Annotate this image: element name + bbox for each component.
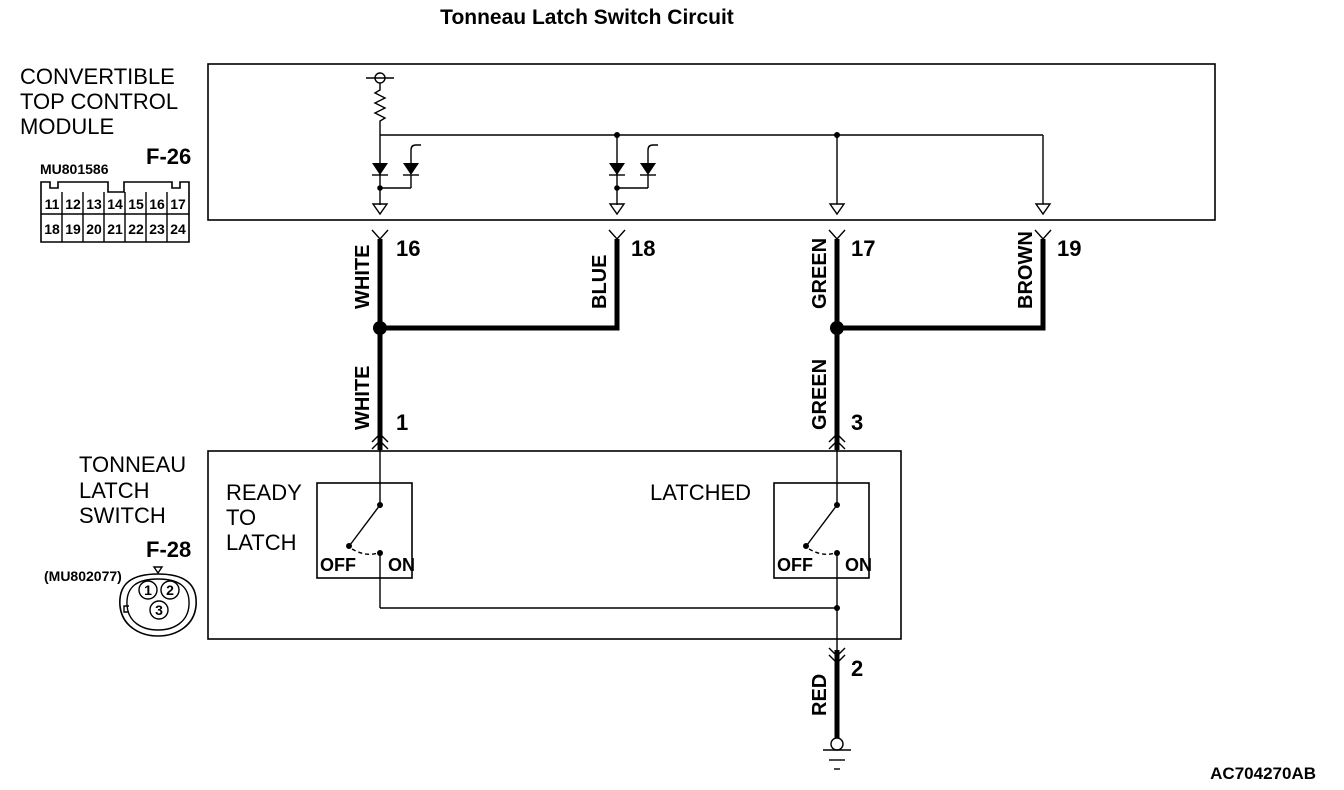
pin-label: 18 — [44, 221, 60, 237]
switch-connector-face: 1 2 3 — [119, 566, 197, 637]
module-name-line-3: MODULE — [20, 114, 114, 139]
module-name-line-1: CONVERTIBLE — [20, 64, 175, 89]
pin-label: 2 — [166, 582, 174, 598]
wire-brown — [837, 239, 1046, 331]
pin-label: 21 — [107, 221, 123, 237]
pin-label: 12 — [65, 196, 81, 212]
pin-label: 22 — [128, 221, 144, 237]
wire-pin-2: 2 — [851, 656, 863, 681]
connector-pin-icon — [828, 647, 846, 664]
module-label: CONVERTIBLE TOP CONTROL MODULE — [20, 64, 178, 139]
module-internal-circuit — [366, 72, 1052, 216]
pin-label: 14 — [107, 196, 123, 212]
switch-box — [207, 450, 902, 640]
switch-off-label: OFF — [777, 555, 813, 575]
wire-color-label: GREEN — [809, 359, 831, 430]
wire-pin-18: 18 — [631, 236, 655, 261]
diode-icon — [609, 163, 625, 175]
splice-point — [830, 321, 844, 335]
connector-pin-icon — [1034, 229, 1052, 241]
diode-icon — [403, 163, 419, 175]
switch-left-label-line-2: TO — [226, 505, 256, 530]
diode-icon — [372, 163, 388, 175]
wire-pin-19: 19 — [1057, 236, 1081, 261]
module-box — [207, 63, 1216, 221]
wire-color-label: GREEN — [809, 238, 831, 309]
diode-icon — [640, 163, 656, 175]
signal-arrow-icon — [828, 203, 846, 216]
latched-switch: OFF ON — [773, 450, 872, 650]
connector-pin-icon — [828, 229, 846, 241]
splice-point — [373, 321, 387, 335]
module-connector-face: 11 12 13 14 15 16 17 18 19 20 21 22 23 2… — [40, 181, 190, 243]
switch-name-line-2: LATCH — [79, 478, 150, 503]
ready-to-latch-switch: OFF ON — [316, 450, 415, 608]
switch-left-label-line-1: READY — [226, 480, 302, 505]
pin-label: 11 — [45, 196, 60, 212]
signal-arrow-icon — [608, 203, 626, 216]
wire-color-label: RED — [809, 674, 831, 716]
module-name-line-2: TOP CONTROL — [20, 89, 178, 114]
switch-name-line-1: TONNEAU — [79, 452, 186, 477]
pin-label: 15 — [128, 196, 144, 212]
switch-arm-icon — [349, 504, 381, 546]
pin-label: 13 — [86, 196, 102, 212]
switch-pin-connectors — [371, 433, 846, 664]
switch-name-line-3: SWITCH — [79, 503, 166, 528]
wire-color-label: BROWN — [1015, 231, 1037, 309]
pin-label: 3 — [155, 602, 163, 618]
wire-color-label: BLUE — [589, 255, 611, 309]
pin-label: 17 — [170, 196, 186, 212]
wire-color-label: WHITE — [352, 245, 374, 309]
pin-label: 1 — [144, 582, 152, 598]
connector-pin-icon — [371, 229, 389, 241]
switch-left-label-line-3: LATCH — [226, 530, 297, 555]
switch-on-label: ON — [388, 555, 415, 575]
module-connector-part: MU801586 — [40, 161, 109, 177]
wire-color-label: WHITE — [352, 366, 374, 430]
pin-label: 23 — [149, 221, 165, 237]
signal-arrow-icon — [371, 203, 389, 216]
switch-label: TONNEAU LATCH SWITCH — [79, 452, 186, 528]
wire-pin-16: 16 — [396, 236, 420, 261]
switch-on-label: ON — [845, 555, 872, 575]
figure-code: AC704270AB — [1210, 764, 1316, 783]
module-pin-connectors — [371, 229, 1052, 241]
module-connector-id: F-26 — [146, 144, 191, 169]
connector-pin-icon — [371, 433, 389, 450]
signal-arrow-icon — [1034, 203, 1052, 216]
pin-label: 16 — [149, 196, 165, 212]
connector-pin-icon — [828, 433, 846, 450]
switch-connector-id: F-28 — [146, 537, 191, 562]
switch-off-label: OFF — [320, 555, 356, 575]
pin-label: 19 — [65, 221, 81, 237]
wire-blue — [380, 239, 620, 331]
wire-pin-3: 3 — [851, 410, 863, 435]
ground-icon — [823, 737, 851, 770]
pin-label: 24 — [170, 221, 186, 237]
wire-pin-17: 17 — [851, 236, 875, 261]
wires — [373, 239, 1046, 738]
connector-pin-icon — [608, 229, 626, 241]
wire-pin-1: 1 — [396, 410, 408, 435]
switch-arm-icon — [806, 504, 838, 546]
pin-label: 20 — [86, 221, 102, 237]
resistor-icon — [373, 83, 387, 135]
switch-right-label: LATCHED — [650, 480, 751, 505]
switch-connector-part: (MU802077) — [44, 568, 122, 584]
diagram-title: Tonneau Latch Switch Circuit — [440, 6, 734, 29]
